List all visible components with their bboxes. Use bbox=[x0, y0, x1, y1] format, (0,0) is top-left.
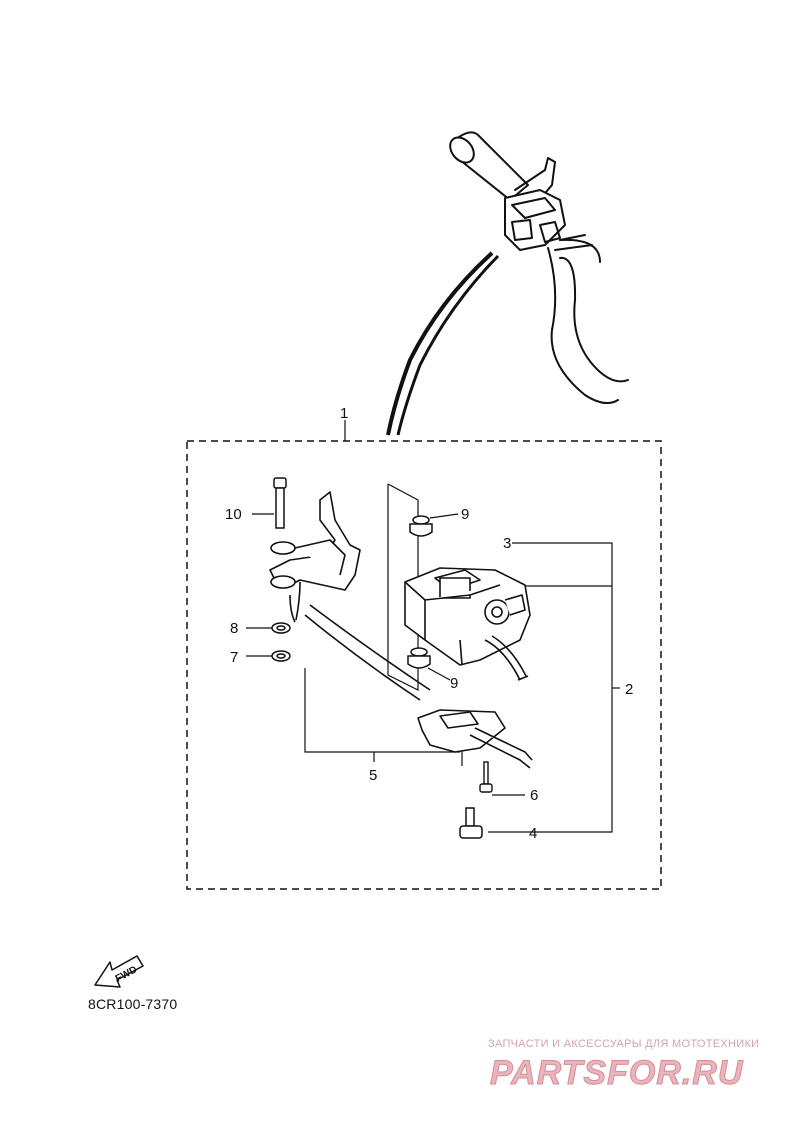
callout-7: 7 bbox=[230, 649, 238, 666]
callout-3: 3 bbox=[503, 535, 511, 552]
callout-6: 6 bbox=[530, 787, 538, 804]
watermark-logo: PARTSFOR.RU bbox=[490, 1054, 744, 1093]
diagram-code: 8CR100-7370 bbox=[88, 996, 178, 1012]
grommet-part-9-upper bbox=[409, 515, 433, 537]
switch-assembly-part-3 bbox=[404, 567, 531, 681]
washer-part-8 bbox=[271, 622, 291, 634]
bolt-part-4 bbox=[459, 807, 483, 839]
bolt-part-10 bbox=[273, 477, 287, 529]
throttle-lever-bracket bbox=[269, 491, 431, 701]
callout-8: 8 bbox=[230, 620, 238, 637]
grommet-part-9-lower bbox=[407, 647, 431, 669]
screw-part-6 bbox=[479, 761, 493, 793]
lower-switch-housing bbox=[417, 709, 533, 769]
handlebar-illustration bbox=[449, 131, 629, 405]
wire-harness bbox=[386, 251, 494, 436]
fwd-arrow-icon: FWD bbox=[94, 955, 144, 988]
watermark-tagline: ЗАПЧАСТИ И АКСЕССУАРЫ ДЛЯ МОТОТЕХНИКИ bbox=[488, 1038, 760, 1050]
assembly-boundary bbox=[186, 440, 662, 890]
callout-9-upper: 9 bbox=[461, 506, 469, 523]
callout-2: 2 bbox=[625, 681, 633, 698]
callout-9-lower: 9 bbox=[450, 675, 458, 692]
callout-4: 4 bbox=[529, 825, 537, 842]
callout-1: 1 bbox=[340, 405, 348, 422]
callout-10: 10 bbox=[225, 506, 242, 523]
washer-part-7 bbox=[271, 650, 291, 662]
svg-text:PARTSFOR.RU: PARTSFOR.RU bbox=[490, 1054, 744, 1092]
callout-5: 5 bbox=[369, 767, 377, 784]
